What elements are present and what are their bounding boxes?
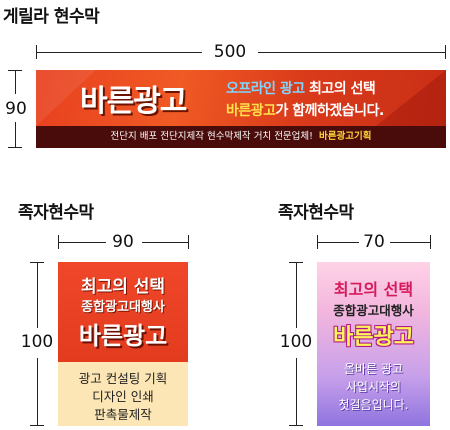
banner-line2: 종합광고대행사 <box>333 303 414 318</box>
banner-line1: 오프라인 광고 최고의 선택 <box>226 78 376 98</box>
banner-line1: 최고의 선택 <box>80 277 166 297</box>
banner-line1-highlight: 오프라인 광고 <box>226 81 305 97</box>
dim-line <box>296 358 297 425</box>
jokja-left-title: 족자현수막 <box>18 203 94 223</box>
banner-line2-highlight: 바른광고 <box>226 103 276 119</box>
banner-line2-rest: 가 함께하겠습니다. <box>275 103 385 119</box>
jokja-left-width-label: 90 <box>112 232 134 252</box>
dim-tick <box>188 235 189 249</box>
dim-tick <box>430 235 431 249</box>
banner-line1-rest: 최고의 선택 <box>304 81 376 97</box>
jokja-left-height-label: 100 <box>20 332 54 352</box>
banner-brand: 바른광고 <box>333 325 414 350</box>
banner-background <box>58 262 188 362</box>
jokja-right-title: 족자현수막 <box>278 203 354 223</box>
jokja-right-banner-image: 최고의 선택 종합광고대행사 바른광고 올바른 광고 사업시작의 첫걸음입니다. <box>317 262 430 426</box>
gerilla-height-label: 90 <box>5 99 27 119</box>
banner-bottom-line3: 첫걸음입니다. <box>338 398 409 412</box>
banner-brand: 바른광고 <box>78 322 168 350</box>
dim-tick <box>445 45 446 59</box>
dim-tick <box>8 147 22 148</box>
dim-line <box>37 262 38 328</box>
banner-bottom-line2: 디자인 인쇄 <box>92 389 154 404</box>
dim-line <box>36 52 202 53</box>
banner-bottom-highlight: 바른광고기획 <box>319 131 372 142</box>
dim-line <box>258 52 445 53</box>
dim-tick <box>289 425 303 426</box>
banner-brand: 바른광고 <box>80 84 187 119</box>
banner-bottom-line2: 사업시작의 <box>345 380 402 394</box>
banner-bottom-text: 전단지 배포 전단지제작 현수막제작 거치 전문업체! <box>110 131 313 142</box>
dim-line <box>58 242 106 243</box>
banner-line2: 종합광고대행사 <box>81 300 165 315</box>
gerilla-title: 게릴라 현수막 <box>3 7 100 27</box>
banner-line2: 바른광고가 함께하겠습니다. <box>226 100 384 120</box>
banner-bottom-strip: 전단지 배포 전단지제작 현수막제작 거치 전문업체! 바른광고기획 <box>36 126 446 148</box>
banner-bottom-panel <box>58 362 188 426</box>
dim-tick <box>30 425 44 426</box>
dim-line <box>142 242 188 243</box>
banner-line1: 최고의 선택 <box>333 280 414 299</box>
banner-decoration <box>376 70 446 126</box>
dim-line <box>15 122 16 148</box>
gerilla-banner-image: 바른광고 오프라인 광고 최고의 선택 바른광고가 함께하겠습니다. 전단지 배… <box>36 70 446 148</box>
dim-line <box>296 262 297 328</box>
dim-line <box>317 242 359 243</box>
banner-bottom-line1: 광고 컨설팅 기획 <box>78 371 168 386</box>
dim-line <box>37 358 38 425</box>
jokja-right-height-label: 100 <box>279 332 313 352</box>
banner-decoration <box>36 70 96 126</box>
jokja-right-width-label: 70 <box>363 232 385 252</box>
dim-line <box>15 70 16 94</box>
banner-bottom-line1: 올바른 광고 <box>343 362 403 376</box>
banner-background <box>36 70 446 126</box>
dim-line <box>390 242 430 243</box>
gerilla-width-label: 500 <box>213 42 247 62</box>
banner-bottom-line3: 판촉물제작 <box>94 407 152 422</box>
jokja-left-banner-image: 최고의 선택 종합광고대행사 바른광고 광고 컨설팅 기획 디자인 인쇄 판촉물… <box>58 262 188 426</box>
